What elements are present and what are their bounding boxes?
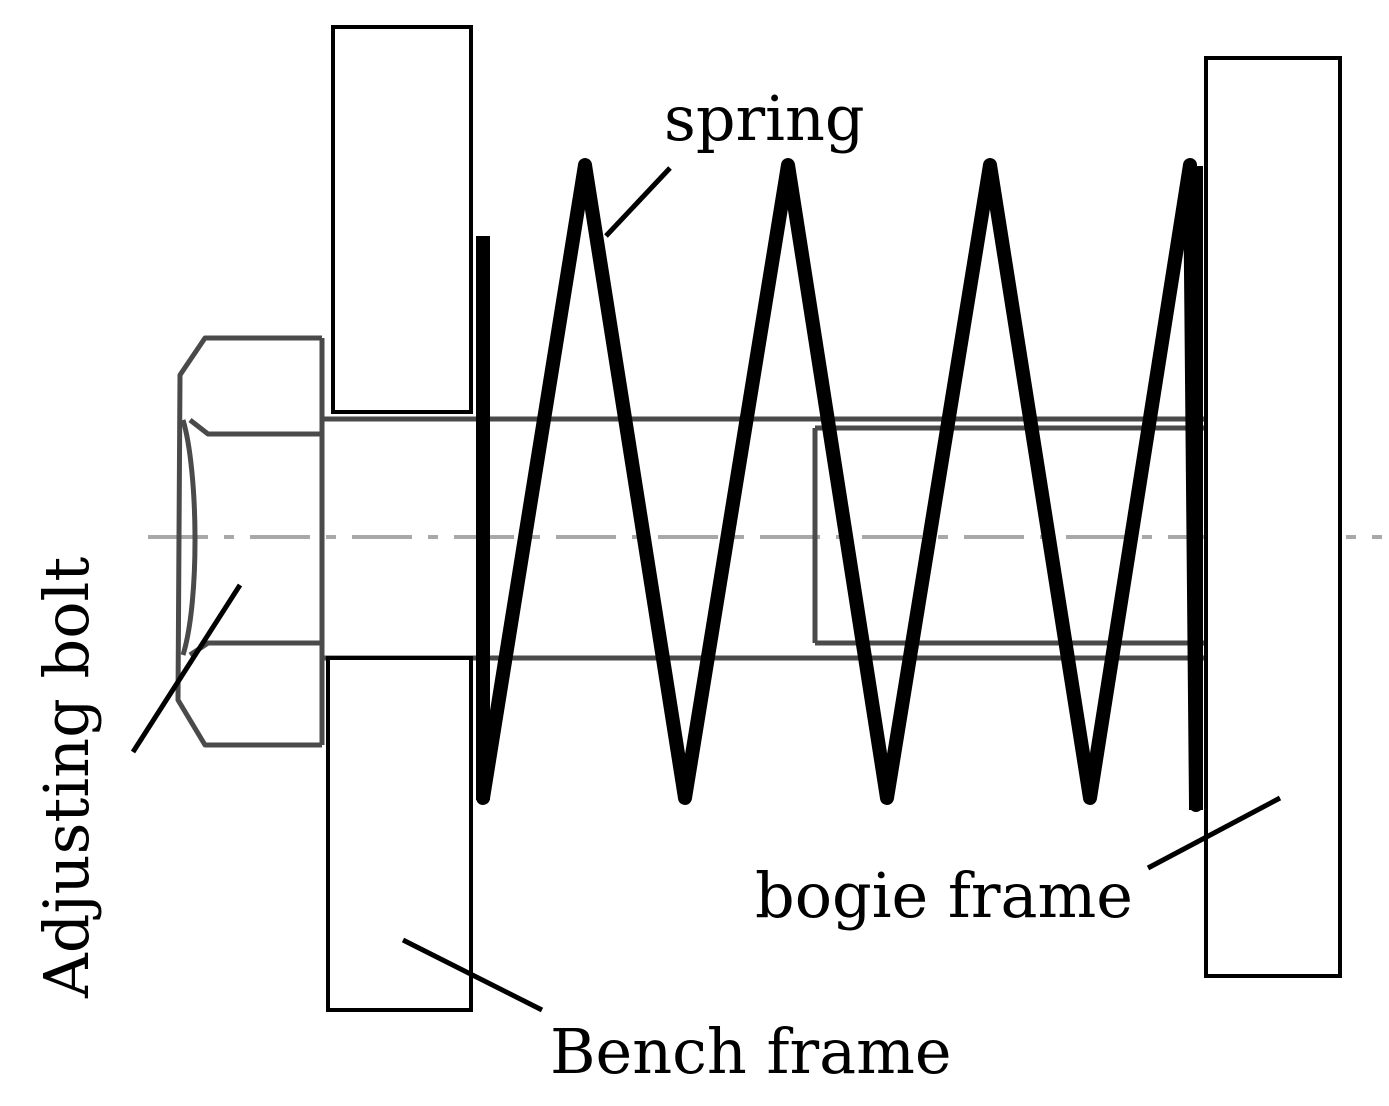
spring-label: spring — [664, 82, 865, 155]
spring-leader-line — [604, 166, 672, 238]
bench-frame-upper-block — [331, 25, 473, 414]
adjusting-bolt-leader-line — [130, 583, 243, 754]
bolt-head — [175, 335, 325, 748]
spring-coil — [476, 158, 1203, 812]
bogie-frame-label: bogie frame — [755, 859, 1133, 932]
bogie-frame-leader-line — [1146, 795, 1282, 871]
bench-frame-leader-line — [401, 937, 544, 1013]
bench-frame-label: Bench frame — [550, 1015, 952, 1088]
bogie-frame-block — [1204, 56, 1342, 978]
bench-frame-lower-block — [326, 656, 473, 1012]
adjusting-bolt-label: Adjusting bolt — [30, 557, 103, 999]
